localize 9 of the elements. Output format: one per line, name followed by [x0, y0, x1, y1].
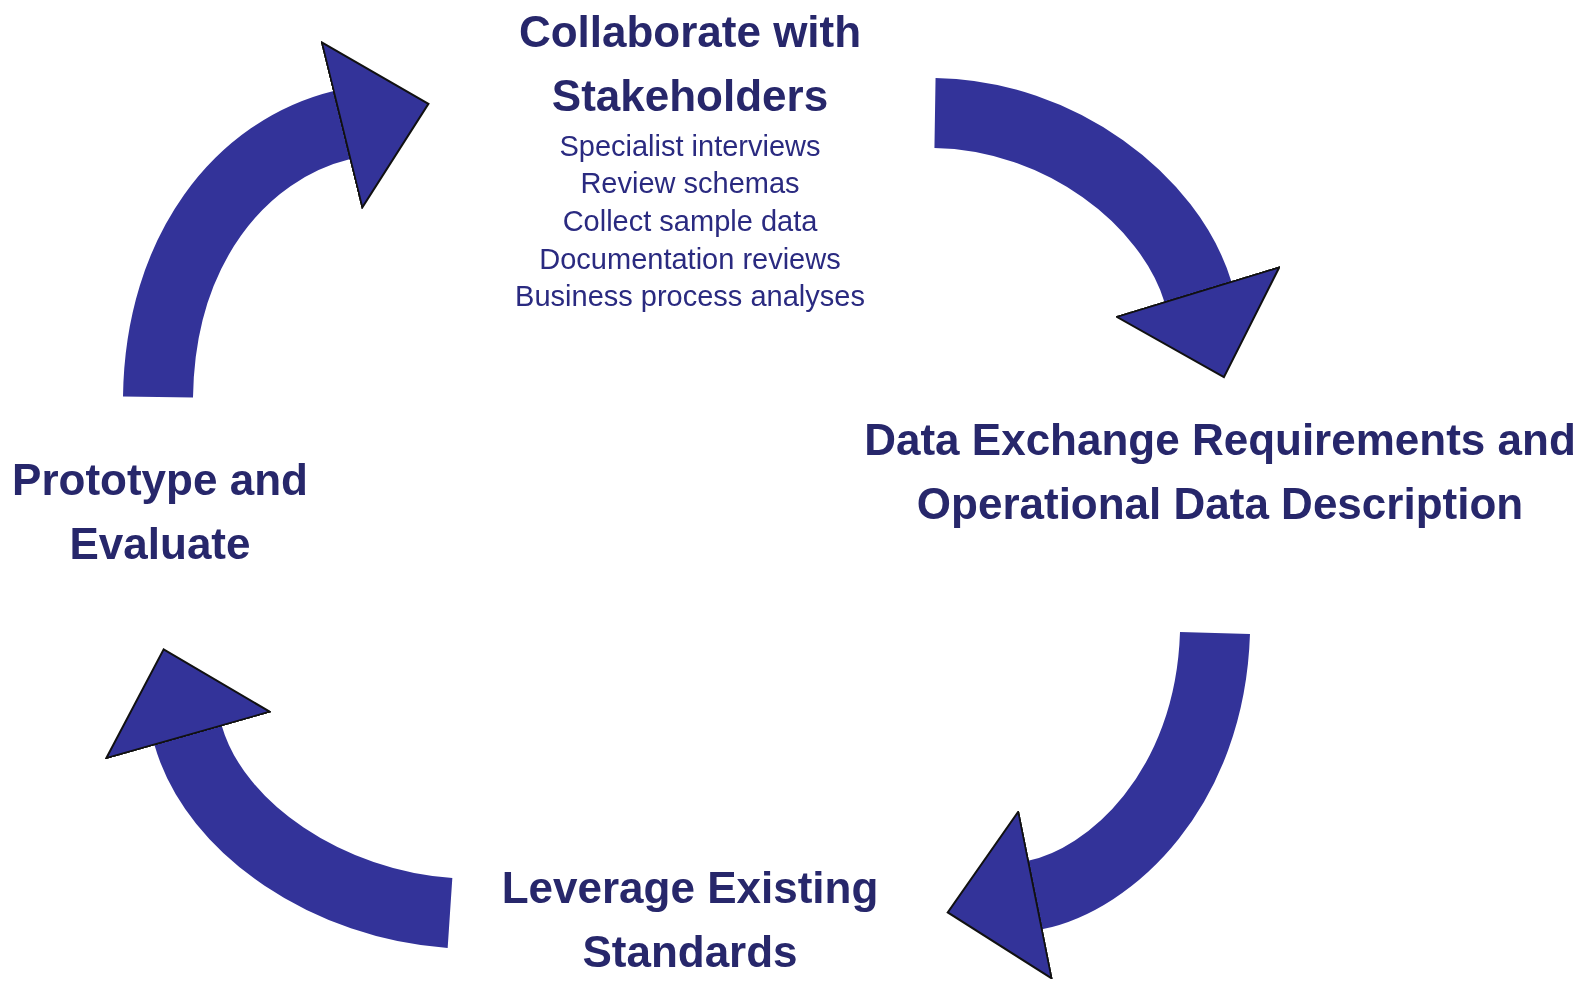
- stage-title: Leverage Existing Standards: [500, 862, 880, 978]
- activity-item: Business process analyses: [514, 279, 866, 315]
- activity-item: Review schemas: [579, 166, 801, 202]
- stage-title: Prototype and Evaluate: [11, 454, 309, 570]
- stage-title: Data Exchange Requirements and Operational Data Description: [863, 414, 1577, 530]
- stage-title: Collaborate with Stakeholders: [517, 6, 863, 122]
- activity-item: Collect sample data: [561, 203, 819, 239]
- activity-item: Specialist interviews: [558, 128, 822, 164]
- activity-item: Documentation reviews: [538, 241, 842, 277]
